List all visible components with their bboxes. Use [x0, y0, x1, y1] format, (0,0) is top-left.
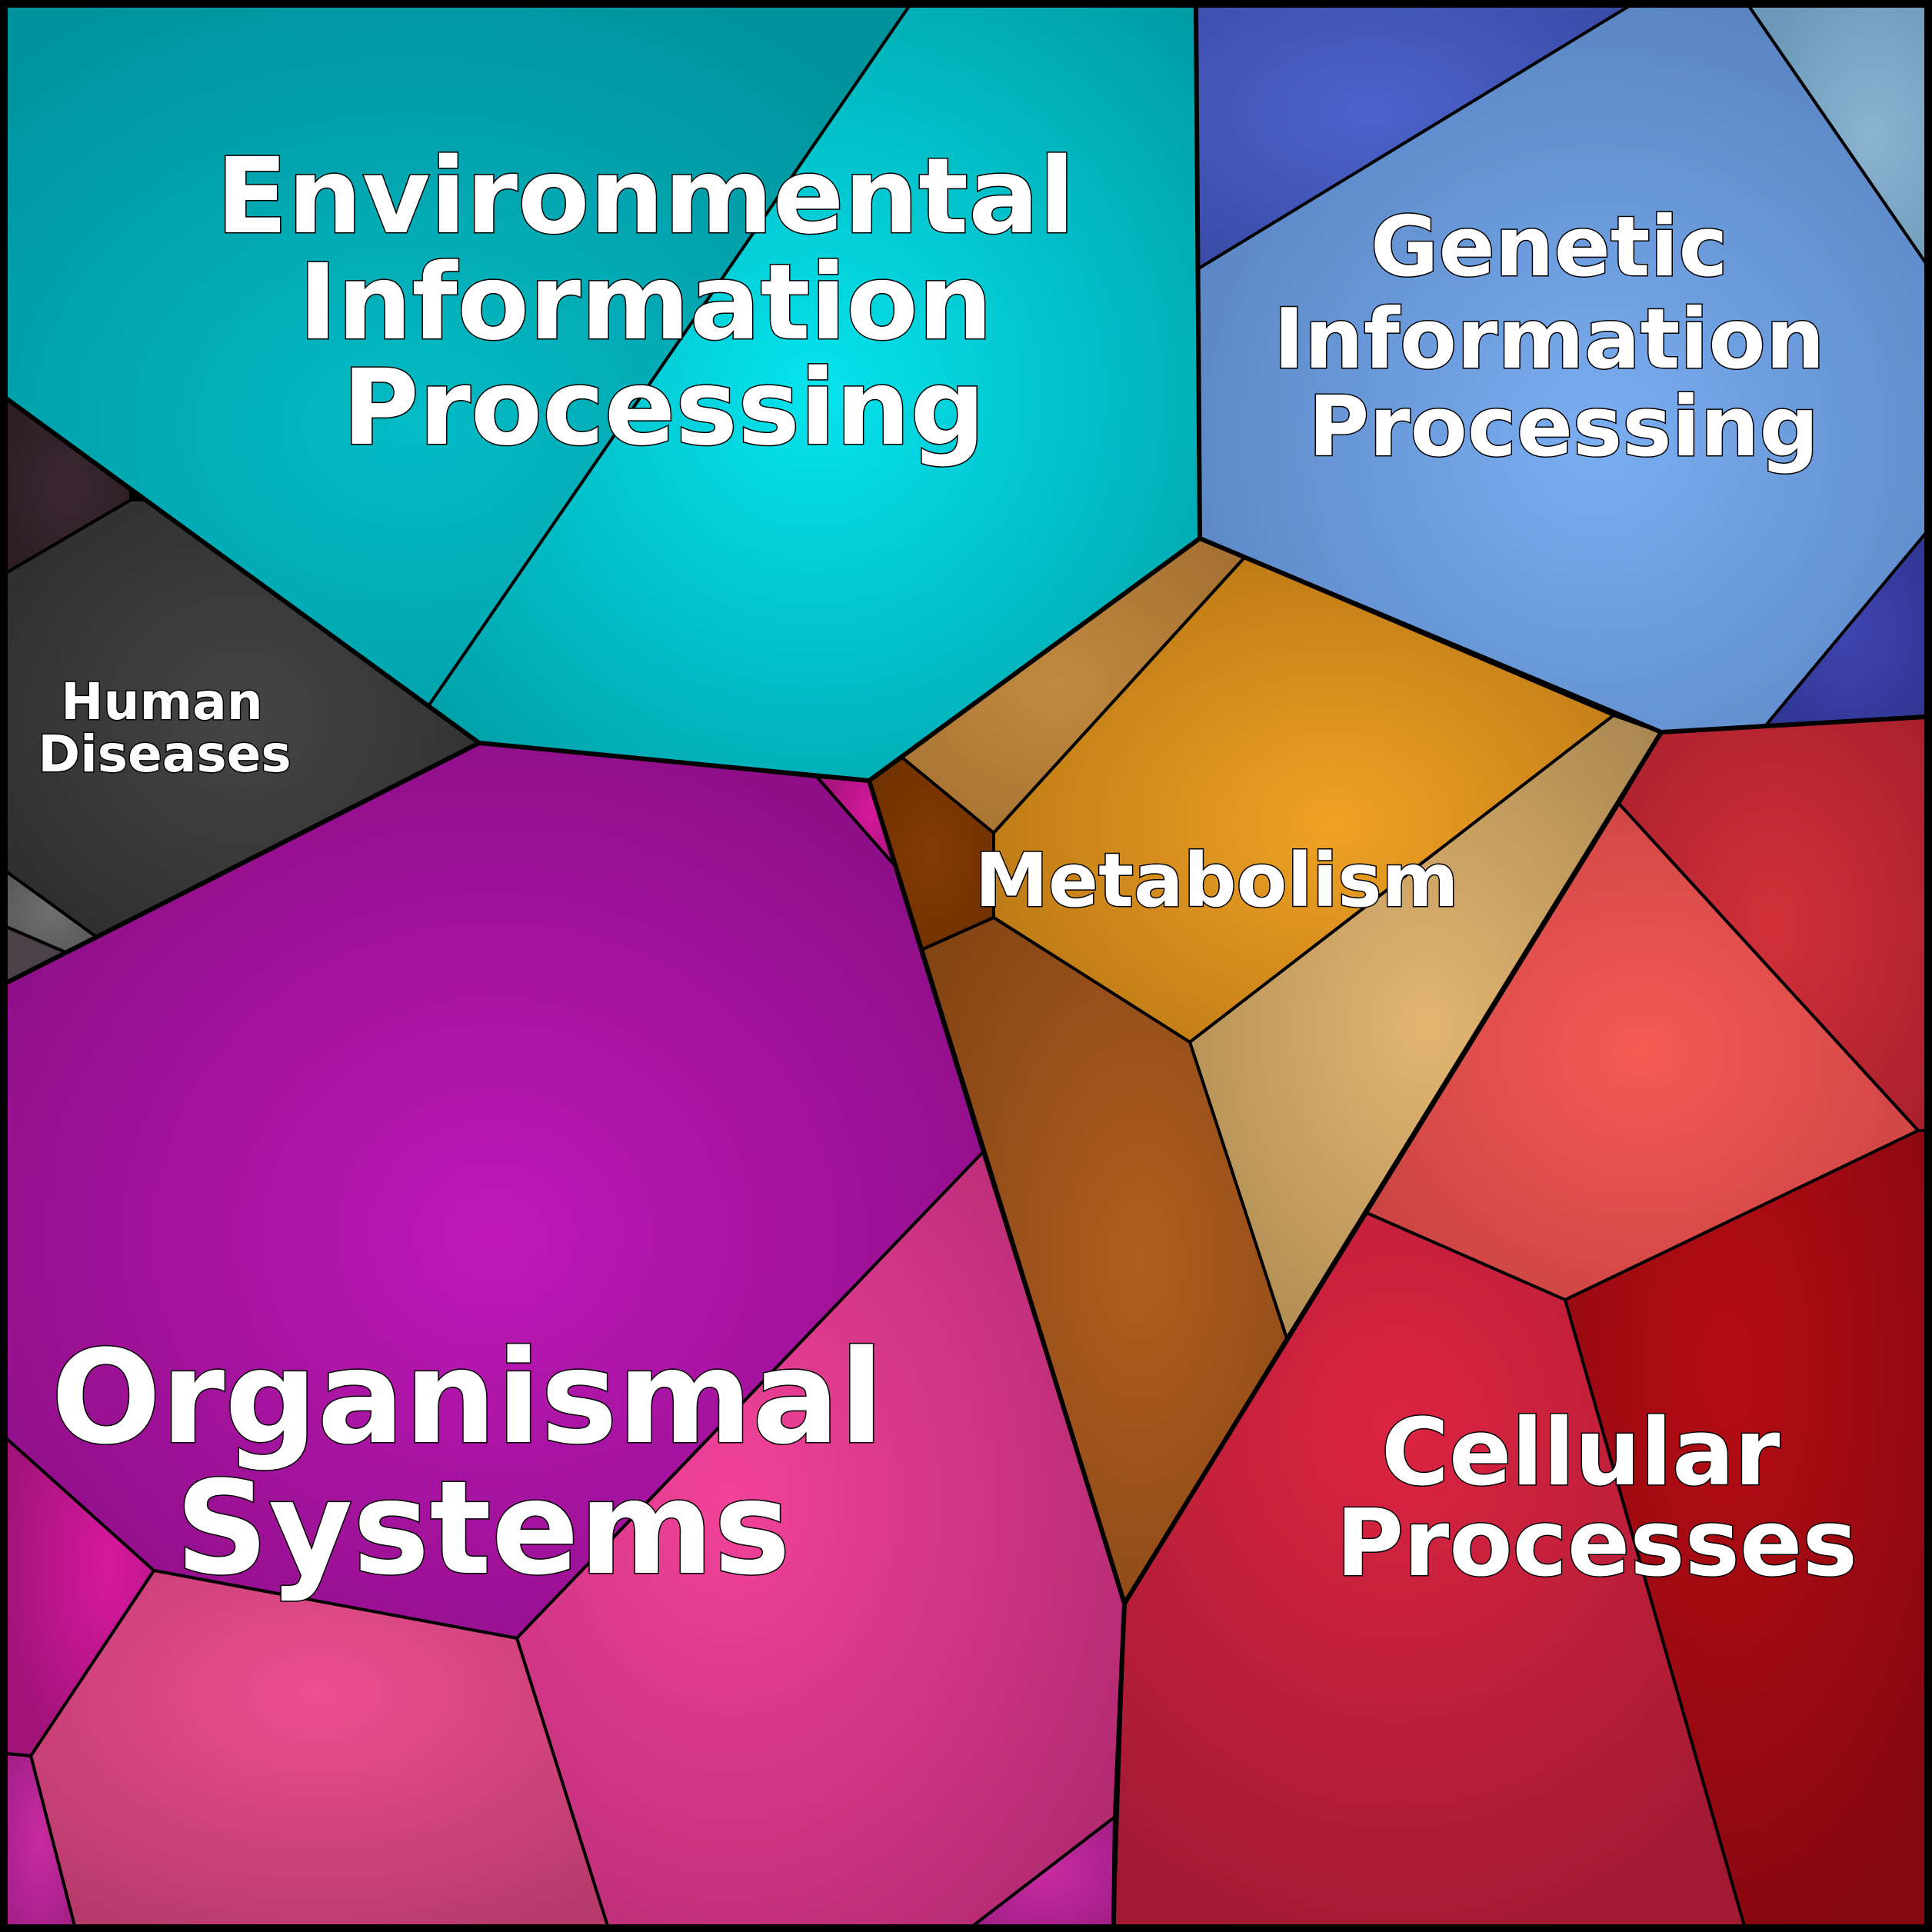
human-diseases-label-line-2: Diseases: [38, 724, 291, 784]
cellular-label-line-1: Cellular: [1381, 1400, 1780, 1507]
cellular-label-line-2: Processes: [1336, 1491, 1857, 1597]
genetic-label-line-1: Genetic: [1371, 199, 1728, 295]
region-border-genetic-cellular: [1661, 715, 1927, 734]
environmental-label-line-1: Environmental: [216, 136, 1075, 258]
organismal-label: Organismal Systems: [52, 1322, 929, 1604]
genetic-label-line-2: Information: [1274, 291, 1825, 388]
organismal-label-line-1: Organismal: [52, 1322, 884, 1473]
environmental-label: Environmental Information Processing: [216, 136, 1111, 469]
human-diseases-label-line-1: Human: [61, 672, 263, 731]
region-border-metabolism: [867, 536, 1664, 1606]
metabolism-label-line-1: Metabolism: [975, 838, 1459, 924]
region-border-org-cellular: [1111, 1603, 1127, 1927]
genetic-label: Genetic Information Processing: [1274, 199, 1854, 475]
cellular-label: Cellular Processes: [1336, 1400, 1857, 1597]
human-diseases-label: Human Diseases: [38, 672, 291, 784]
metabolism-label: Metabolism: [975, 838, 1459, 924]
environmental-label-line-3: Processing: [342, 348, 985, 469]
organismal-label-line-2: Systems: [175, 1453, 791, 1604]
environmental-label-line-2: Information: [298, 242, 992, 364]
genetic-label-line-3: Processing: [1308, 379, 1819, 475]
region-border-human-org: [5, 741, 481, 985]
